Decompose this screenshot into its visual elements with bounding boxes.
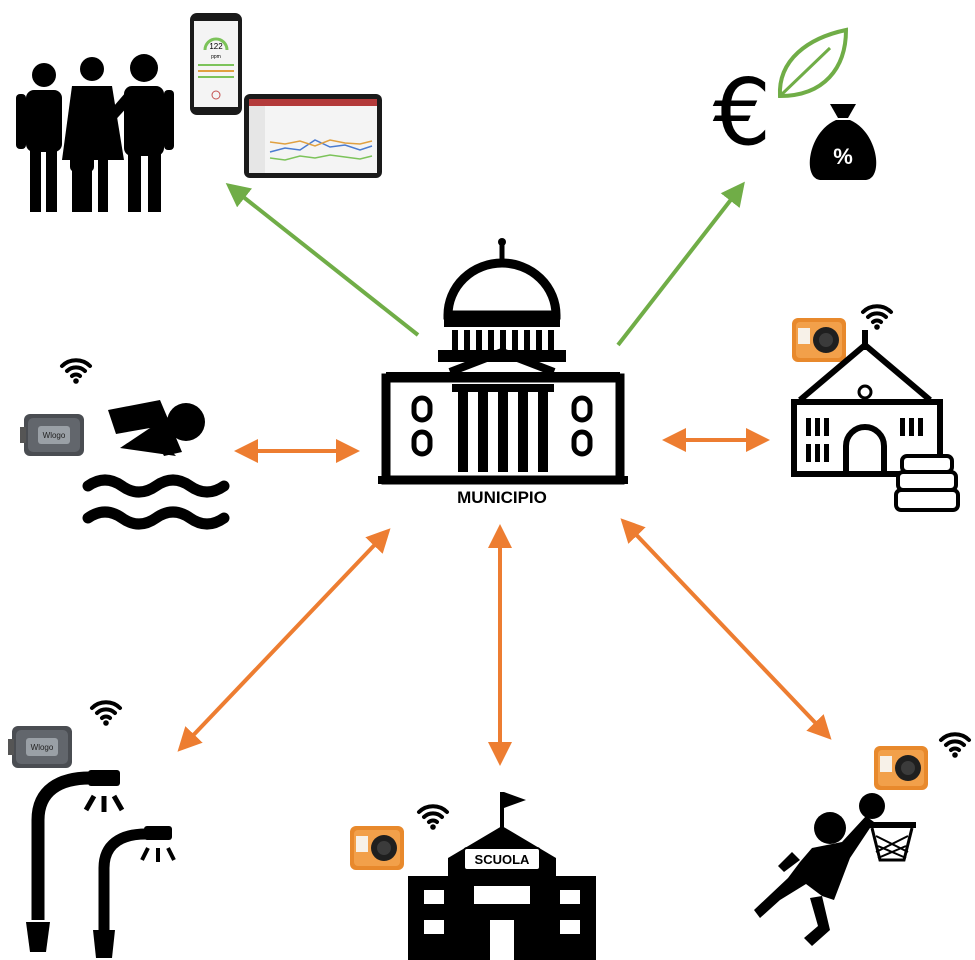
scuola-group: SCUOLA — [350, 792, 596, 960]
arrow-to-savings — [616, 181, 745, 347]
school-building-group — [791, 304, 960, 512]
sports-group — [754, 732, 971, 946]
sensor-device-icon: Wlogo — [20, 414, 84, 456]
scuola-building-icon: SCUOLA — [408, 792, 596, 960]
money-bag-sign: % — [833, 144, 853, 169]
sensor-brand: Wlogo — [31, 743, 54, 752]
street-lamps-icon — [26, 770, 176, 958]
phone-unit: ppm — [211, 54, 221, 60]
money-bag-icon: % — [809, 104, 877, 180]
wifi-icon — [60, 358, 92, 386]
school-with-books-icon — [791, 330, 960, 512]
arrow-street-lighting — [177, 528, 391, 752]
basketball-player-icon — [754, 793, 916, 946]
tablet-icon — [244, 94, 382, 178]
sensor-device-icon: Wlogo — [8, 726, 72, 768]
municipio-label: MUNICIPIO — [457, 488, 547, 507]
scuola-label: SCUOLA — [475, 852, 531, 867]
sensor-device-icon — [874, 746, 928, 790]
sensor-device-icon — [350, 826, 404, 870]
street-lighting-group: Wlogo — [8, 700, 176, 958]
sensor-brand: Wlogo — [43, 431, 66, 440]
wifi-icon — [90, 700, 122, 728]
municipio-building-icon — [378, 238, 628, 485]
euro-icon: € — [713, 59, 772, 166]
savings-group: € % — [713, 27, 877, 180]
smartphone-icon: 122 ppm — [190, 13, 242, 115]
phone-reading: 122 — [209, 42, 223, 51]
arrow-sports — [620, 518, 832, 740]
arrows — [177, 181, 832, 766]
swimming-pool-group: Wlogo — [20, 358, 230, 530]
family-icon — [16, 54, 174, 212]
wifi-icon — [417, 804, 449, 832]
wifi-icon — [939, 732, 971, 760]
wifi-icon — [861, 304, 893, 332]
swimmer-icon — [82, 400, 230, 530]
sensor-device-icon — [792, 318, 846, 362]
arrow-to-citizens — [225, 183, 420, 337]
leaf-icon — [777, 27, 849, 99]
